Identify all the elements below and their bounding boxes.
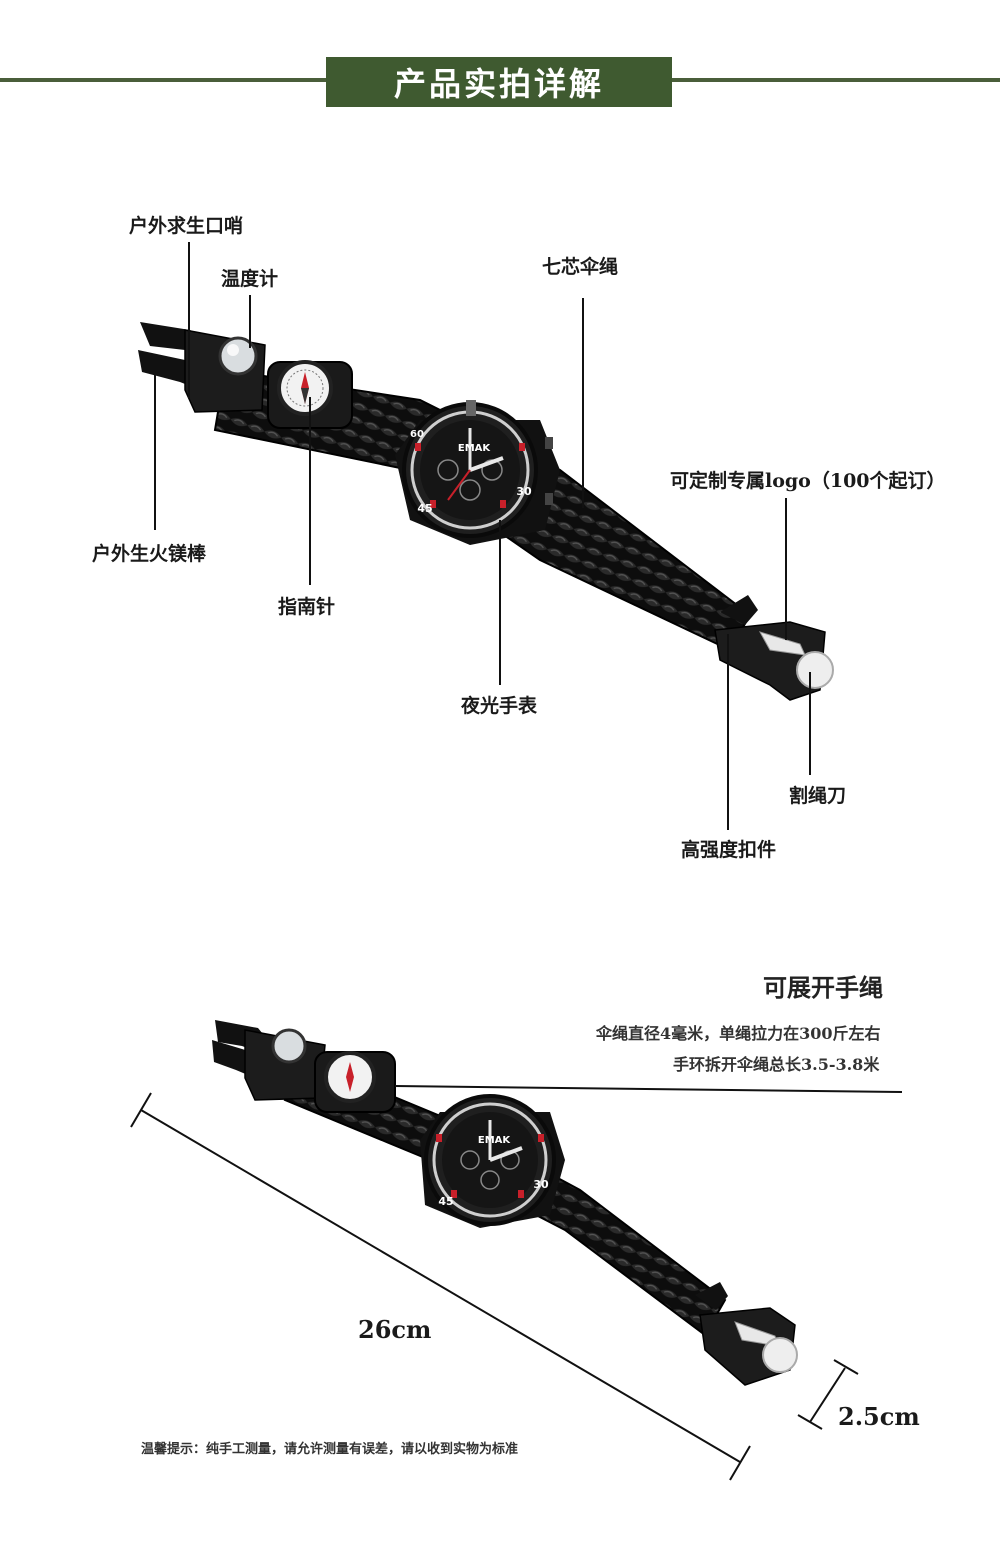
watch-bezel-45-bottom: 45 — [438, 1195, 453, 1208]
watch-bezel-30: 30 — [516, 485, 532, 498]
spec-line-1: 伞绳直径4毫米，单绳拉力在300斤左右 — [596, 1024, 881, 1043]
buckle-right-top — [714, 595, 834, 701]
callout-buckle: 高强度扣件 — [681, 839, 777, 861]
header-rule-left — [0, 78, 326, 82]
spec-line-2: 手环拆开伞绳总长3.5-3.8米 — [673, 1055, 880, 1074]
cutter-wheel — [796, 651, 834, 689]
section2-title: 可展开手绳 — [763, 973, 883, 1002]
width-label: 2.5cm — [838, 1402, 920, 1431]
watch-bezel-30-bottom: 30 — [533, 1178, 549, 1191]
callout-whistle: 户外求生口哨 — [129, 215, 244, 237]
callout-cutter: 割绳刀 — [789, 785, 847, 807]
length-label: 26cm — [358, 1315, 432, 1344]
buckle-left-bottom — [212, 1020, 326, 1101]
watch-bezel-60: 60 — [410, 429, 424, 440]
callout-cord: 七芯伞绳 — [542, 256, 619, 278]
header-rule-right — [672, 78, 1000, 82]
watch-brand: EMAK — [458, 443, 492, 454]
measurement-note: 温馨提示：纯手工测量，请允许测量有误差，请以收到实物为标准 — [141, 1442, 519, 1457]
callout-logo: 可定制专属logo（100个起订） — [670, 470, 946, 492]
dimension-lines — [130, 1085, 903, 1481]
callout-thermometer: 温度计 — [221, 268, 279, 290]
watch-top — [395, 400, 560, 545]
watch-bezel-45: 45 — [417, 502, 432, 515]
callout-compass: 指南针 — [278, 596, 336, 618]
bracelet-top — [138, 322, 834, 701]
callout-firestarter: 户外生火镁棒 — [92, 543, 207, 565]
bracelet-bottom — [212, 1020, 798, 1386]
callout-lines — [154, 242, 811, 830]
callout-watch: 夜光手表 — [461, 695, 538, 717]
watch-bottom — [420, 1094, 565, 1228]
page-title: 产品实拍详解 — [326, 57, 672, 107]
watch-brand-bottom: EMAK — [478, 1135, 512, 1146]
buckle-right-bottom — [695, 1282, 798, 1386]
